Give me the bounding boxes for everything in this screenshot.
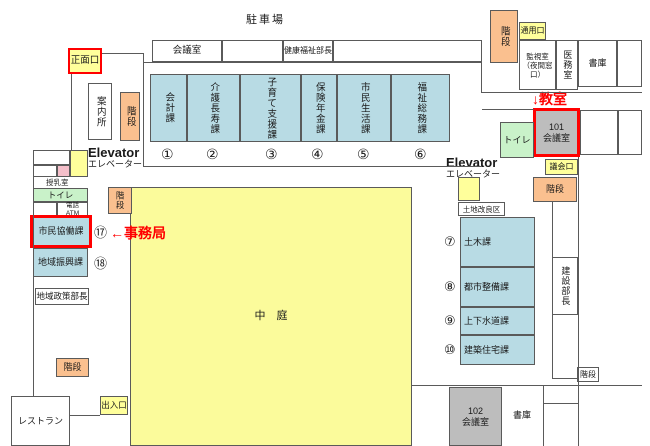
num-1: ① <box>161 146 174 162</box>
num-8: ⑧ <box>444 279 456 294</box>
toilet-right: トイレ <box>500 122 534 158</box>
wall-right-corridor-a <box>552 202 553 378</box>
wall-bottom-c <box>543 403 578 404</box>
parking-label: 駐車場 <box>246 14 285 26</box>
elevator-left-en: Elevator <box>88 145 140 160</box>
nursing-room-box <box>57 165 70 177</box>
elevator-right-box <box>458 177 480 201</box>
stairs-right: 階段 <box>533 177 577 202</box>
secretariat-note: ←事務局 <box>110 225 166 241</box>
empty-box-b <box>333 40 482 62</box>
wall-left-outer <box>33 150 34 396</box>
num-18: ⑱ <box>94 256 108 271</box>
regional-policy-director: 地域政策部長 <box>35 288 89 305</box>
health-welfare-director: 健康福祉部長 <box>283 40 333 62</box>
childcare-support-section: 子育て支援課 <box>240 74 301 142</box>
stairs-bottomleft: 階段 <box>56 358 89 377</box>
elevator-right-jp: エレベーター <box>446 169 501 179</box>
wall-wing-right <box>481 62 482 93</box>
wall-right-corridor-c <box>552 378 578 379</box>
archive-top: 書庫 <box>578 40 617 87</box>
wall-corridor-top <box>481 92 642 93</box>
classroom-note: ↓教室 <box>532 91 567 107</box>
welfare-general-affairs-section: 福祉総務課 <box>391 74 450 142</box>
empty-box-f <box>33 150 70 165</box>
num-7: ⑦ <box>444 234 456 249</box>
stairs-topright: 階段 <box>490 10 518 63</box>
empty-box-g <box>33 165 57 177</box>
courtyard: 中 庭 <box>130 187 412 446</box>
land-improvement-district: 土地改良区 <box>458 202 505 216</box>
construction-director: 建設部長 <box>552 257 578 315</box>
empty-box-e <box>618 110 642 155</box>
num-2: ② <box>206 146 219 162</box>
elevator-left-box <box>70 150 88 177</box>
empty-box-c <box>617 40 642 87</box>
building-housing-section: 建築住宅課 <box>460 335 535 365</box>
medical-office: 医務室 <box>556 40 578 90</box>
stairs-courtyard: 階段 <box>108 187 132 214</box>
wall-right-corridor-b <box>578 157 579 382</box>
civil-engineering-section: 土木課 <box>460 217 535 267</box>
water-sewage-section: 上下水道課 <box>460 307 535 335</box>
num-5: ⑤ <box>357 146 370 162</box>
monitor-room-night-window: 監視室 （夜間窓 口） <box>519 40 556 90</box>
wall-corridor-mid <box>482 109 534 110</box>
wall-restaurant-link <box>70 415 100 416</box>
wall-entry-link <box>102 53 143 54</box>
wall-wing-bottom <box>143 166 482 167</box>
meeting-room-102: 102 会議室 <box>449 387 502 446</box>
num-4: ④ <box>311 146 324 162</box>
num-3: ③ <box>265 146 278 162</box>
nursing-longevity-section: 介護長寿課 <box>187 74 240 142</box>
insurance-pension-section: 保険年金課 <box>301 74 337 142</box>
wall-wing-top <box>143 62 482 63</box>
wall-entrance-down <box>71 74 72 150</box>
toilet-left: トイレ <box>33 188 88 202</box>
meeting-room-top: 会議室 <box>152 40 222 62</box>
accounting-section: 会計課 <box>150 74 187 142</box>
restaurant: レストラン <box>11 396 70 446</box>
service-entrance: 通用口 <box>519 22 546 40</box>
regional-promotion-section: 地域振興課 <box>33 248 88 277</box>
empty-box-d <box>580 110 618 155</box>
archive-bottom: 書庫 <box>513 410 532 420</box>
exit-entrance: 出入口 <box>100 396 128 415</box>
meeting-room-101: 101 会議室 <box>533 108 580 157</box>
main-entrance: 正面口 <box>68 48 102 74</box>
stairs-topleft: 階段 <box>120 92 140 141</box>
num-9: ⑨ <box>444 313 456 328</box>
num-17: ⑰ <box>94 225 108 240</box>
information-desk: 案内所 <box>88 83 112 140</box>
wall-left-wing-top <box>143 53 144 167</box>
empty-box-a <box>222 40 283 62</box>
nursing-room-label: 授乳室 <box>46 178 69 187</box>
stairs-bottomright: 階段 <box>577 367 599 382</box>
num-10: ⑩ <box>444 342 456 357</box>
urban-development-section: 都市整備課 <box>460 267 535 307</box>
num-6: ⑥ <box>414 146 427 162</box>
elevator-left-jp: エレベーター <box>88 159 143 169</box>
wall-bottom-wing <box>412 385 642 386</box>
assembly-entrance: 議会口 <box>545 159 578 175</box>
wall-bottom-b <box>578 382 579 446</box>
wall-bottom-a <box>543 385 544 446</box>
citizen-life-section: 市民生活課 <box>337 74 391 142</box>
citizen-collaboration-section: 市民協働課 <box>30 215 92 248</box>
